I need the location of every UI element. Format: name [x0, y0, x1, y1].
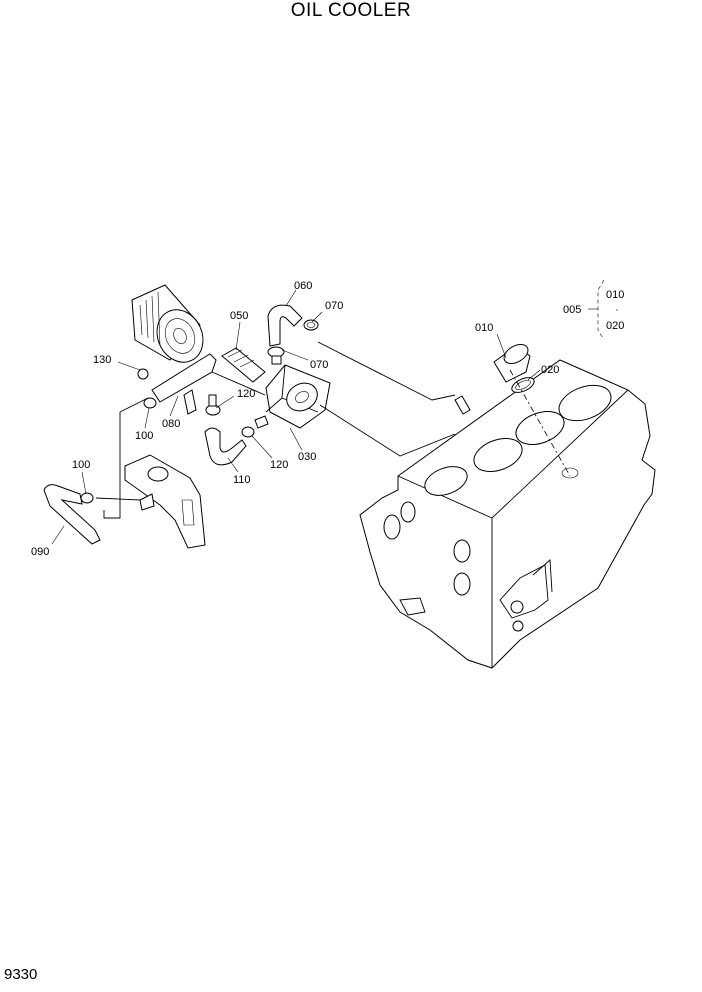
leader-lines: [51, 289, 541, 545]
group-first-010: 010: [606, 289, 624, 301]
bracket: [124, 454, 206, 549]
clamp-070-lower: [267, 346, 285, 365]
callout-090: 090: [31, 546, 49, 558]
callout-030: 030: [298, 451, 316, 463]
clamp-100-upper: [143, 397, 157, 409]
callout-110: 110: [233, 474, 251, 486]
page-number: 9330: [4, 966, 38, 983]
callout-020: 020: [541, 364, 559, 376]
group-parent-005: 005: [563, 304, 581, 316]
oil-filter: [131, 284, 204, 363]
engine-block: [359, 359, 656, 669]
callout-070-upper: 070: [325, 300, 343, 312]
callout-120-lower: 120: [270, 459, 288, 471]
callout-100-lower: 100: [72, 459, 90, 471]
filler-cap-010: [493, 344, 531, 383]
callout-130: 130: [93, 354, 111, 366]
clamp-120-lower: [241, 415, 269, 438]
callout-100-upper: 100: [135, 430, 153, 442]
clamp-120-upper: [205, 394, 221, 416]
callout-080: 080: [162, 418, 180, 430]
callout-120-upper: 120: [237, 388, 255, 400]
o-ring-020: [511, 377, 535, 393]
hose-090: [43, 484, 101, 545]
hose-060: [267, 304, 303, 347]
pipe-080: [137, 353, 217, 415]
nipple-050: [221, 347, 266, 383]
oil-cooler-030: [265, 364, 331, 429]
page-title: OIL COOLER: [290, 0, 412, 21]
callout-labels: 060 070 070 050 010 020 130 120 120 080 …: [31, 280, 559, 558]
group-separator: ·: [615, 304, 619, 316]
callout-070-lower: 070: [310, 359, 328, 371]
hose-110: [204, 427, 247, 466]
clamp-100-lower: [80, 492, 94, 504]
stud: [454, 395, 471, 415]
callout-010: 010: [475, 322, 493, 334]
group-reference: 005 010 · 020: [563, 279, 624, 341]
callout-050: 050: [230, 310, 248, 322]
callout-060: 060: [294, 280, 312, 292]
clamp-070-upper: [303, 319, 319, 331]
group-last-020: 020: [606, 320, 624, 332]
